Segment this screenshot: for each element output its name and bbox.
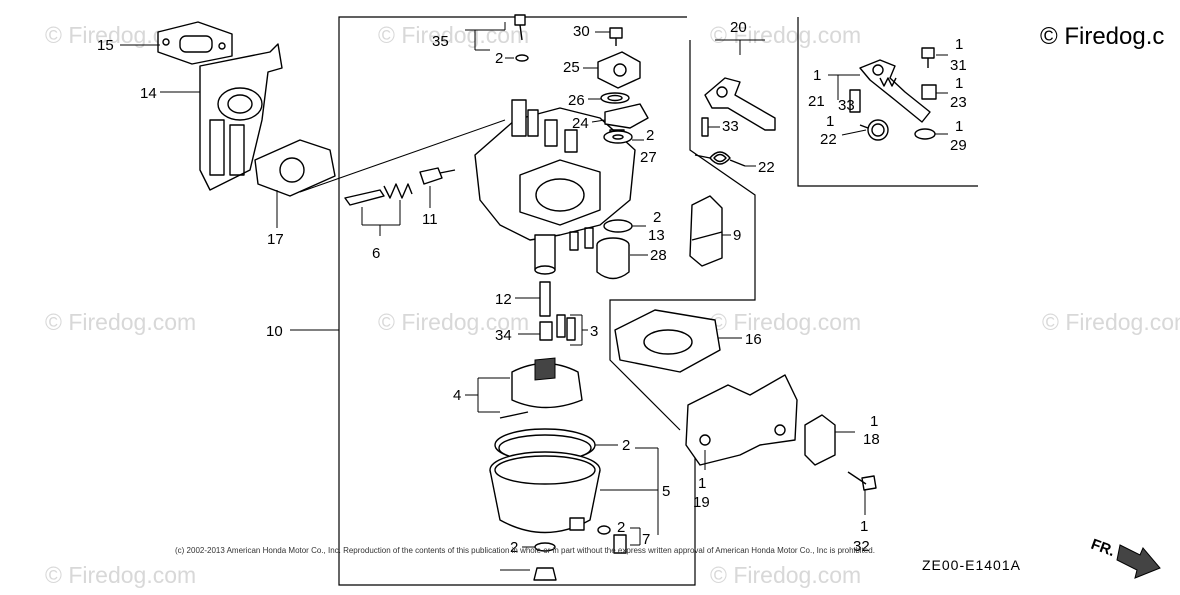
part-19-plate — [685, 374, 798, 470]
watermark: © Firedog.com — [45, 309, 196, 335]
callout: 1 — [955, 36, 963, 53]
callout: 2 — [622, 437, 630, 454]
part-22-spring-inset — [859, 119, 889, 141]
callout: 10 — [266, 323, 283, 340]
callout: 1 — [860, 518, 868, 535]
part-34-nozzle — [539, 314, 583, 346]
callout: 4 — [453, 387, 461, 404]
watermark: © Firedog.com — [378, 22, 529, 48]
part-24-diaphragm — [604, 103, 649, 129]
part-20-lever — [701, 39, 776, 137]
part-22-spring — [694, 151, 746, 167]
part-9-bracket — [689, 195, 723, 267]
part-15-gasket — [157, 21, 233, 65]
part-bottom-bolt — [500, 542, 557, 581]
part-30-screw — [609, 27, 623, 46]
part-2-washer-hole — [612, 134, 624, 140]
callout: 22 — [820, 131, 837, 148]
callout: 22 — [758, 159, 775, 176]
part-21-lever-assembly — [849, 59, 931, 123]
callout: 1 — [698, 475, 706, 492]
callout: 34 — [495, 327, 512, 344]
part-25-cover — [597, 51, 641, 89]
callout: 23 — [950, 94, 967, 111]
part-4-float — [477, 357, 583, 419]
callout: 21 — [808, 93, 825, 110]
callout: 1 — [955, 75, 963, 92]
watermark: © Firedog.com — [710, 309, 861, 335]
callout: 3 — [590, 323, 598, 340]
watermark-layer: © Firedog.com © Firedog.com © Firedog.co… — [45, 22, 1180, 588]
group-frames — [290, 16, 978, 586]
part-28-cup — [596, 237, 630, 280]
callout: 26 — [568, 92, 585, 109]
callout: 2 — [495, 50, 503, 67]
part-26-ring — [600, 92, 630, 104]
watermark: © Firedog.com — [710, 22, 861, 48]
part-35-screw — [465, 14, 529, 62]
part-5-float-bowl — [489, 451, 601, 534]
callout: 17 — [267, 231, 284, 248]
carburetor-body — [474, 99, 636, 275]
callout: 6 — [372, 245, 380, 262]
callout: 2 — [653, 209, 661, 226]
callout: 28 — [650, 247, 667, 264]
part-2-washer — [603, 130, 633, 144]
watermark: © Firedog.com — [710, 562, 861, 588]
callout: 2 — [617, 519, 625, 536]
callout: 33 — [838, 97, 855, 114]
callout: 25 — [563, 59, 580, 76]
copyright-notice: (c) 2002-2013 American Honda Motor Co., … — [175, 546, 875, 555]
direction-label: FR. — [1089, 536, 1118, 560]
watermark: © Firedog.com — [1042, 309, 1180, 335]
callout: 1 — [955, 118, 963, 135]
part-29-washer — [914, 128, 936, 140]
callout: 18 — [863, 431, 880, 448]
callout: 15 — [97, 37, 114, 54]
callout: 16 — [745, 331, 762, 348]
callout: 31 — [950, 57, 967, 74]
callout: 24 — [572, 115, 589, 132]
part-26-ring-inner — [607, 94, 623, 102]
callout: 2 — [510, 539, 518, 556]
callout: 35 — [432, 33, 449, 50]
part-31-screw — [921, 47, 935, 68]
part-6-pilot-screw — [344, 183, 413, 236]
callout: 7 — [642, 531, 650, 548]
front-direction-arrow: FR. — [1089, 536, 1161, 579]
part-17-gasket — [254, 119, 506, 197]
diagram-code: ZE00-E1401A — [922, 557, 1021, 573]
callout: 1 — [826, 113, 834, 130]
callout: 2 — [646, 127, 654, 144]
part-32-bolt — [847, 471, 877, 515]
watermark: © Firedog.com — [45, 562, 196, 588]
callout: 29 — [950, 137, 967, 154]
callout: 33 — [722, 118, 739, 135]
part-23-nut — [921, 84, 937, 100]
part-13-o-ring — [603, 219, 633, 233]
part-12-jet — [515, 281, 551, 317]
part-11-screw — [419, 167, 456, 208]
callout: 20 — [730, 19, 747, 36]
callout: 13 — [648, 227, 665, 244]
callout-labels: 15 14 17 6 11 10 35 2 30 25 26 24 2 27 2… — [97, 19, 967, 556]
callout: 1 — [813, 67, 821, 84]
callout: 1 — [870, 413, 878, 430]
watermark: © Firedog.com — [378, 309, 529, 335]
callout: 12 — [495, 291, 512, 308]
callout: 9 — [733, 227, 741, 244]
part-7-drain-screw — [597, 525, 627, 554]
callout: 14 — [140, 85, 157, 102]
part-16-gasket — [614, 309, 721, 373]
callout: 30 — [573, 23, 590, 40]
callout: 32 — [853, 538, 870, 555]
callout: 27 — [640, 149, 657, 166]
callout: 11 — [422, 211, 438, 228]
brand-watermark: © Firedog.c — [1040, 23, 1164, 50]
part-14-bracket — [199, 43, 283, 191]
callout: 19 — [693, 494, 710, 511]
part-18-clip — [804, 414, 855, 466]
callout: 5 — [662, 483, 670, 500]
